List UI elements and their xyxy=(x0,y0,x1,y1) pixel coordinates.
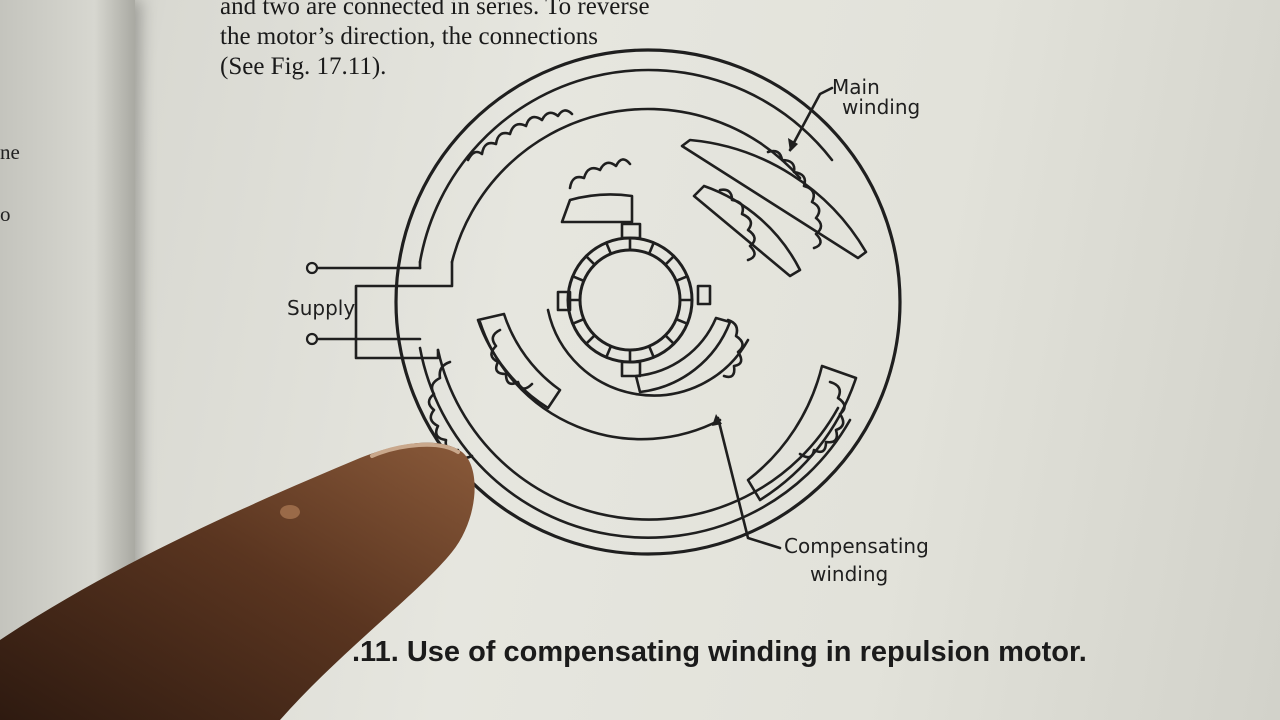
commutator-segment-divider xyxy=(647,344,656,359)
supply-terminal-top xyxy=(305,261,319,275)
commutator-segment-divider xyxy=(604,241,613,256)
brush-top xyxy=(620,222,642,240)
commutator-segment-divider xyxy=(674,274,689,283)
body-line: the motor’s direction, the connections xyxy=(220,23,598,50)
supply-terminal-bottom xyxy=(305,332,319,346)
label-main-winding-line1: Main xyxy=(832,75,880,99)
main-winding-upper-outer xyxy=(418,68,834,264)
body-text: and two are connected in series. To reve… xyxy=(220,0,920,82)
compensating-winding-inner xyxy=(546,308,750,397)
brush-bottom xyxy=(620,360,642,378)
arrowhead-main xyxy=(788,138,798,152)
stator-outer-ring xyxy=(394,48,902,556)
coil-main-right xyxy=(766,149,823,250)
brush-left xyxy=(556,290,572,312)
commutator-segment-divider xyxy=(604,344,613,359)
figure-caption: .11. Use of compensating winding in repu… xyxy=(352,636,1087,668)
coil-pole-right xyxy=(718,188,756,262)
supply-connection xyxy=(354,260,454,360)
commutator-segment-divider xyxy=(571,274,586,283)
leader-compensating-winding xyxy=(716,416,782,550)
commutator-segment-divider xyxy=(647,241,656,256)
left-page-text-fragment: o xyxy=(0,202,11,226)
commutator-segment-divider xyxy=(664,334,676,346)
commutator-segment-divider xyxy=(571,317,586,326)
commutator-segment-divider xyxy=(674,317,689,326)
main-winding-lower-inner xyxy=(436,348,840,521)
body-line: and two are connected in series. To reve… xyxy=(220,0,650,20)
commutator-segment-divider xyxy=(664,254,676,266)
coil-main-lower-right xyxy=(798,380,846,459)
main-winding-lower-outer xyxy=(418,346,852,539)
pole-shoe-inner-lower xyxy=(634,316,732,394)
coil-main-upper-left xyxy=(466,109,574,162)
commutator-segment-divider xyxy=(584,254,596,266)
pole-shoe-top xyxy=(560,193,634,224)
label-supply: Supply xyxy=(287,296,355,320)
main-winding-upper-inner xyxy=(450,107,802,264)
left-page-text-fragment: ne xyxy=(0,140,20,164)
commutator-segments xyxy=(566,236,694,364)
commutator-segment-divider xyxy=(584,334,596,346)
leader-main-winding xyxy=(788,86,834,152)
coil-pole-top xyxy=(568,158,632,190)
label-compensating-line2: winding xyxy=(810,562,888,586)
label-main-winding-line2: winding xyxy=(842,95,920,119)
pole-shoe-lower-left xyxy=(476,312,562,410)
body-line: (See Fig. 17.11). xyxy=(220,53,387,80)
coil-main-lower-left xyxy=(427,360,474,460)
arrowhead-compensating xyxy=(712,414,722,426)
main-pole-shoe-right-inner xyxy=(692,184,802,278)
label-compensating-line1: Compensating xyxy=(784,534,929,558)
main-pole-shoe-right xyxy=(680,138,868,260)
coil-pole-lower-left xyxy=(490,328,534,390)
coil-compensating xyxy=(722,318,744,379)
brush-right xyxy=(696,284,712,306)
